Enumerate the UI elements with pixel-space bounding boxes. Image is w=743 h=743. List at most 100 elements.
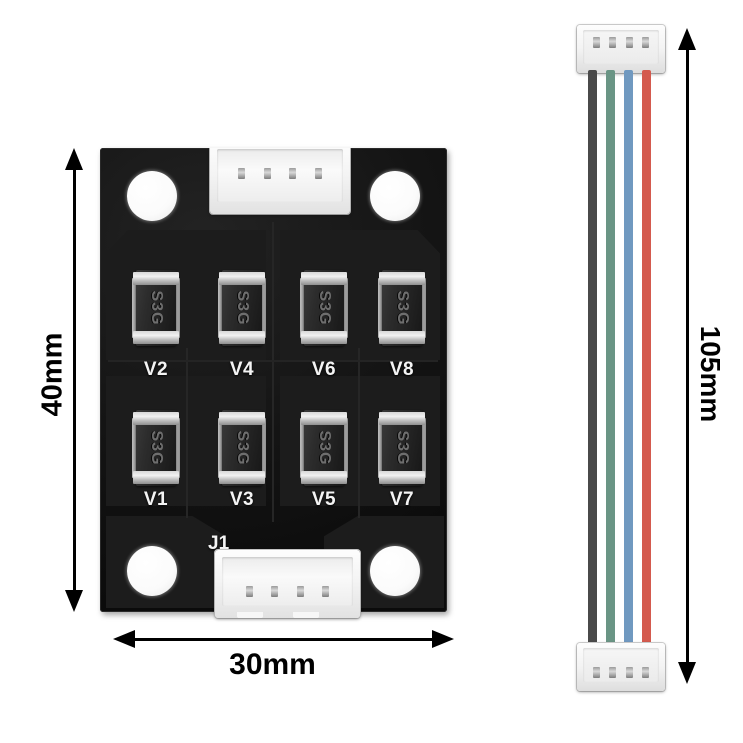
- refdes-v5: V5: [311, 489, 337, 510]
- diode-marking: S3G: [234, 290, 251, 326]
- pcb-trace: [272, 222, 274, 522]
- connector-cavity: [217, 149, 343, 202]
- diode-anode-band: [133, 471, 179, 484]
- diode-marking: S3G: [394, 430, 411, 466]
- diode-v6: S3G: [300, 270, 348, 346]
- connector-pin: [296, 586, 304, 597]
- diode-marking: S3G: [394, 290, 411, 326]
- refdes-v7: V7: [389, 489, 415, 510]
- cable-connector-top: [577, 25, 665, 73]
- connector-pin: [593, 667, 601, 678]
- mounting-hole: [370, 171, 420, 221]
- connector-pin: [271, 586, 279, 597]
- connector-pin: [625, 37, 633, 48]
- diode-anode-band: [379, 331, 425, 344]
- diode-lead: [343, 278, 348, 338]
- pcb-board: S3G S3G S3G S3G V2 V4 V6: [100, 148, 447, 612]
- diode-marking: S3G: [316, 430, 333, 466]
- diode-lead: [132, 278, 137, 338]
- connector-pin: [238, 168, 246, 179]
- refdes-v3: V3: [229, 489, 255, 510]
- diode-marking: S3G: [316, 290, 333, 326]
- diode-marking: S3G: [234, 430, 251, 466]
- connector-pin-row: [220, 168, 340, 179]
- diode-anode-band: [133, 331, 179, 344]
- diode-cathode-band: [133, 412, 179, 425]
- j1-connector: [215, 550, 360, 618]
- diode-v3: S3G: [218, 410, 266, 486]
- silkscreen-j1: J1: [208, 533, 230, 554]
- mounting-hole: [127, 171, 177, 221]
- diode-v1: S3G: [132, 410, 180, 486]
- diode-marking: S3G: [148, 430, 165, 466]
- diode-lead: [343, 418, 348, 478]
- arrow-up-icon: [65, 148, 83, 170]
- diode-marking: S3G: [148, 290, 165, 326]
- diode-lead: [261, 418, 266, 478]
- diode-anode-band: [379, 471, 425, 484]
- dimension-label-cable: 105mm: [695, 325, 726, 423]
- arrow-right-icon: [432, 630, 454, 648]
- refdes-v6: V6: [311, 359, 337, 380]
- connector-pin-row: [584, 37, 658, 48]
- diode-v7: S3G: [378, 410, 426, 486]
- dimension-label-width: 30mm: [229, 648, 316, 681]
- diode-lead: [378, 278, 383, 338]
- diode-lead: [300, 418, 305, 478]
- diode-lead: [218, 278, 223, 338]
- mounting-hole: [127, 546, 177, 596]
- diode-anode-band: [219, 471, 265, 484]
- top-connector: [210, 148, 350, 214]
- diode-lead: [421, 278, 426, 338]
- diode-v2: S3G: [132, 270, 180, 346]
- diode-cathode-band: [301, 272, 347, 285]
- connector-pin: [289, 168, 297, 179]
- connector-pin: [641, 667, 649, 678]
- diode-lead: [378, 418, 383, 478]
- connector-notch: [293, 612, 319, 618]
- diode-lead: [175, 278, 180, 338]
- connector-pin: [609, 37, 617, 48]
- arrow-down-icon: [65, 590, 83, 612]
- diode-lead: [261, 278, 266, 338]
- connector-pin-row: [584, 667, 658, 678]
- connector-pin: [641, 37, 649, 48]
- wire-black: [588, 70, 597, 645]
- refdes-v1: V1: [143, 489, 169, 510]
- diode-anode-band: [301, 471, 347, 484]
- refdes-v4: V4: [229, 359, 255, 380]
- diode-cathode-band: [379, 412, 425, 425]
- dimension-line: [72, 160, 76, 600]
- cable-connector-bottom: [577, 643, 665, 691]
- diode-lead: [300, 278, 305, 338]
- wire-blue: [624, 70, 633, 645]
- dimension-line: [134, 637, 434, 641]
- refdes-v8: V8: [389, 359, 415, 380]
- connector-pin: [314, 168, 322, 179]
- connector-pin-row: [227, 586, 348, 597]
- connector-notch: [237, 612, 263, 618]
- connector-pin: [263, 168, 271, 179]
- connector-cavity: [222, 557, 353, 606]
- connector-pin: [609, 667, 617, 678]
- diode-cathode-band: [133, 272, 179, 285]
- refdes-v2: V2: [143, 359, 169, 380]
- connector-pin: [593, 37, 601, 48]
- diode-cathode-band: [301, 412, 347, 425]
- pcb-trace: [358, 348, 360, 518]
- dimension-label-height: 40mm: [36, 332, 69, 417]
- diode-anode-band: [219, 331, 265, 344]
- diode-lead: [175, 418, 180, 478]
- wire-green: [606, 70, 615, 645]
- mounting-hole: [370, 546, 420, 596]
- diode-anode-band: [301, 331, 347, 344]
- wire-red: [642, 70, 651, 645]
- connector-pin: [625, 667, 633, 678]
- arrow-down-icon: [678, 662, 696, 684]
- diode-cathode-band: [379, 272, 425, 285]
- diode-lead: [132, 418, 137, 478]
- pcb-trace: [186, 348, 188, 518]
- connector-pin: [245, 586, 253, 597]
- diode-v5: S3G: [300, 410, 348, 486]
